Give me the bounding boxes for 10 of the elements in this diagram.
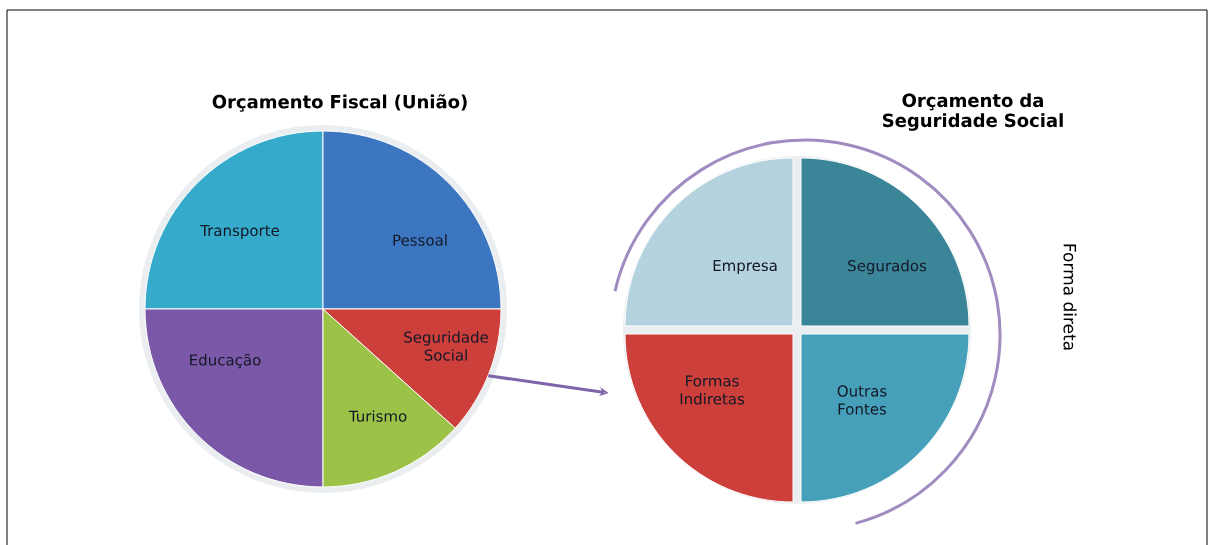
pie-slice: Transporte bbox=[144, 130, 324, 310]
pie-slice: Educação bbox=[144, 308, 324, 488]
node-label: Orçamento Fiscal (União) bbox=[212, 94, 467, 112]
pie-slice: Outras Fontes bbox=[800, 333, 970, 503]
rotated-label: Forma direta bbox=[1063, 244, 1077, 350]
pie-slice: Empresa bbox=[624, 157, 794, 327]
node-label: Orçamento da Seguridade Social bbox=[883, 93, 1063, 131]
pie-slice: Formas Indiretas bbox=[624, 333, 794, 503]
pie-slice: Segurados bbox=[800, 157, 970, 327]
pie-slice: Pessoal bbox=[322, 130, 502, 310]
